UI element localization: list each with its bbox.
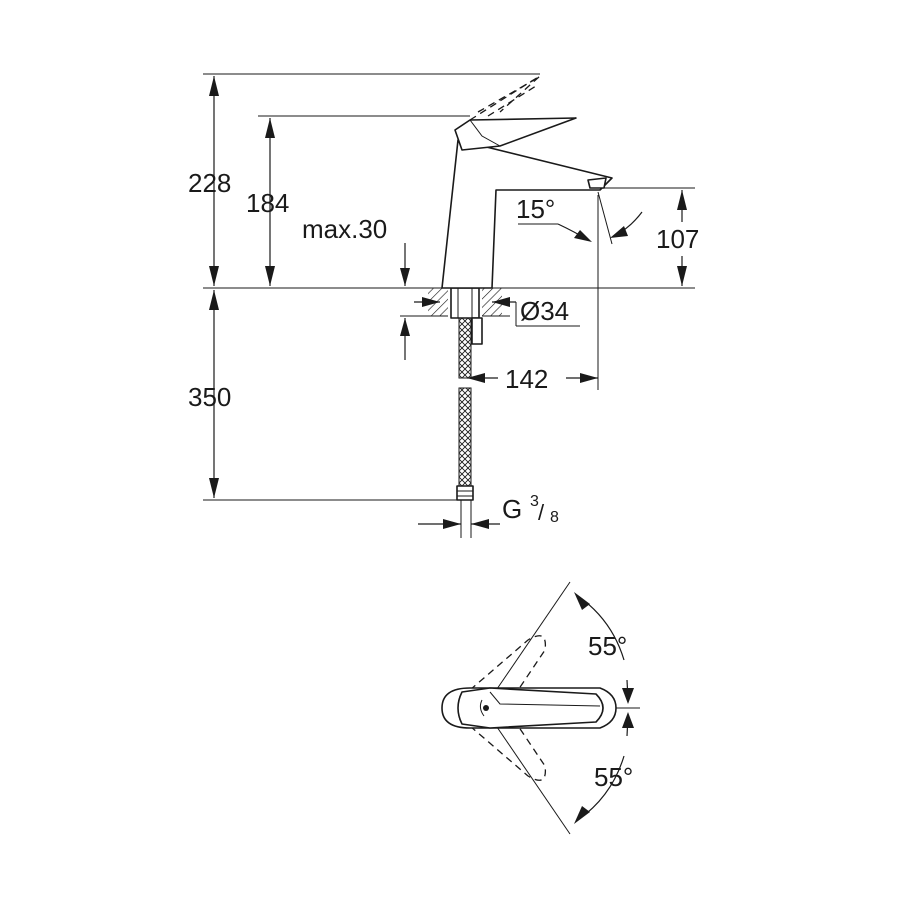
dim-228-label: 228 — [188, 168, 231, 198]
dim-142 — [467, 373, 598, 383]
dim-15deg — [518, 191, 643, 245]
dim-dia34 — [414, 297, 580, 327]
dim-15deg-label: 15° — [516, 194, 555, 224]
dim-max30-label: max.30 — [302, 214, 387, 244]
faucet-body — [428, 75, 613, 538]
angle-up-label: 55° — [588, 631, 627, 661]
dim-max30 — [400, 243, 410, 360]
dim-184 — [265, 118, 275, 286]
angle-down-label: 55° — [594, 762, 633, 792]
dim-thread — [418, 519, 500, 529]
dim-228 — [209, 76, 219, 286]
top-view — [441, 581, 640, 835]
dim-350 — [209, 290, 219, 498]
dim-thread-base: G — [502, 494, 522, 524]
dim-142-label: 142 — [505, 364, 548, 394]
dim-350-label: 350 — [188, 382, 231, 412]
dim-dia34-label: Ø34 — [520, 296, 569, 326]
dim-107-label: 107 — [656, 224, 699, 254]
dim-184-label: 184 — [246, 188, 289, 218]
dim-107 — [677, 190, 687, 286]
dim-thread-slash: / — [538, 500, 545, 525]
dim-thread-numerator: 3 — [530, 493, 539, 510]
dim-thread-denominator: 8 — [550, 509, 559, 526]
